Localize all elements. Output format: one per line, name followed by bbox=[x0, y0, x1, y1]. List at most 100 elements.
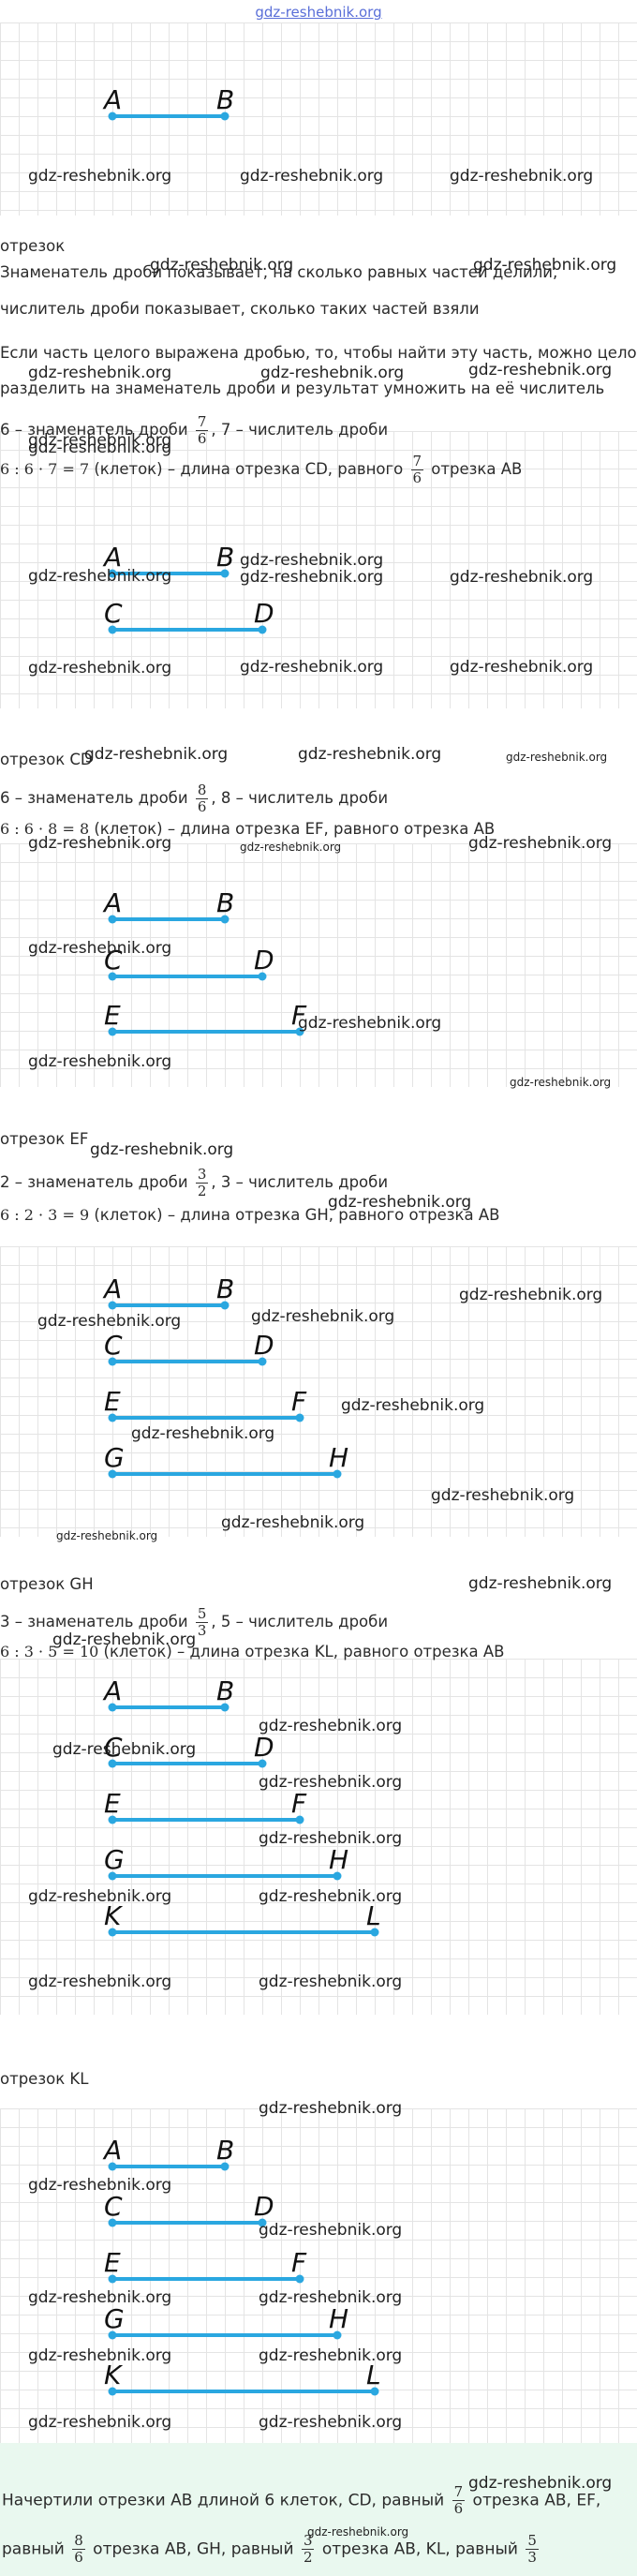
point-label-B: B bbox=[216, 1273, 234, 1304]
frac-den: 2 bbox=[303, 2549, 313, 2566]
point-label-E: E bbox=[104, 1000, 121, 1031]
watermark: gdz-reshebnik.org bbox=[52, 1740, 197, 1759]
watermark: gdz-reshebnik.org bbox=[28, 167, 172, 186]
point-D bbox=[258, 2218, 267, 2227]
point-F bbox=[295, 1413, 304, 1422]
frac-num: 7 bbox=[195, 413, 209, 431]
watermark: gdz-reshebnik.org bbox=[28, 431, 172, 450]
point-H bbox=[333, 2330, 342, 2340]
calc-expr: 6 : 6 · 8 = 8 bbox=[0, 820, 90, 838]
point-label-E: E bbox=[104, 2247, 121, 2278]
watermark: gdz-reshebnik.org bbox=[307, 2525, 409, 2539]
watermark: gdz-reshebnik.org bbox=[28, 439, 172, 457]
watermark: gdz-reshebnik.org bbox=[341, 1396, 485, 1415]
frac-den: 3 bbox=[527, 2549, 537, 2566]
point-label-K: K bbox=[104, 1900, 124, 1931]
frac-den: 6 bbox=[453, 2500, 464, 2517]
calc-expr: 6 : 3 · 5 = 10 bbox=[0, 1643, 99, 1660]
frac-den: 6 bbox=[197, 798, 207, 815]
result-pre: равный bbox=[2, 2539, 70, 2559]
fraction-line-post: , 8 – числитель дроби bbox=[211, 789, 389, 807]
watermark: gdz-reshebnik.org bbox=[468, 1574, 613, 1593]
watermark: gdz-reshebnik.org bbox=[510, 1076, 612, 1089]
watermark: gdz-reshebnik.org bbox=[221, 1513, 365, 1532]
result-line-1: Начертили отрезки AB длиной 6 клеток, CD… bbox=[2, 2484, 600, 2517]
frac-den: 6 bbox=[74, 2549, 83, 2566]
point-E bbox=[108, 1815, 117, 1824]
point-label-C: C bbox=[104, 1330, 123, 1361]
watermark: gdz-reshebnik.org bbox=[468, 361, 613, 380]
frac-num: 5 bbox=[526, 2532, 539, 2550]
frac-num: 7 bbox=[452, 2483, 466, 2501]
point-label-A: A bbox=[102, 542, 122, 573]
watermark: gdz-reshebnik.org bbox=[240, 167, 384, 186]
point-A bbox=[108, 569, 117, 578]
point-label-B: B bbox=[216, 542, 234, 573]
point-label-F: F bbox=[291, 2247, 307, 2278]
fraction-line-post: , 3 – числитель дроби bbox=[211, 1173, 389, 1191]
point-label-B: B bbox=[216, 84, 234, 115]
point-label-D: D bbox=[254, 1330, 274, 1361]
fraction-line-pre: 2 – знаменатель дроби bbox=[0, 1173, 193, 1191]
watermark: gdz-reshebnik.org bbox=[450, 658, 594, 677]
watermark: gdz-reshebnik.org bbox=[259, 2221, 403, 2240]
point-label-A: A bbox=[102, 2135, 122, 2166]
watermark: gdz-reshebnik.org bbox=[150, 256, 294, 275]
point-F bbox=[295, 1815, 304, 1824]
watermark: gdz-reshebnik.org bbox=[259, 2099, 403, 2118]
watermark: gdz-reshebnik.org bbox=[259, 2413, 403, 2432]
point-label-G: G bbox=[104, 2303, 125, 2334]
label-segment-cd: отрезок CD bbox=[0, 751, 93, 768]
point-A bbox=[108, 2162, 117, 2171]
fraction-line-post: , 7 – числитель дроби bbox=[211, 421, 389, 439]
point-E bbox=[108, 2274, 117, 2284]
point-C bbox=[108, 1357, 117, 1366]
point-L bbox=[370, 2387, 379, 2396]
result-post: отрезка AB, EF, bbox=[467, 2491, 601, 2510]
calc-line-kl: 6 : 3 · 5 = 10 (клеток) – длина отрезка … bbox=[0, 1642, 504, 1662]
label-segment: отрезок bbox=[0, 237, 66, 255]
point-label-H: H bbox=[329, 1442, 348, 1473]
frac-num: 7 bbox=[410, 453, 424, 470]
point-label-D: D bbox=[254, 598, 274, 629]
watermark: gdz-reshebnik.org bbox=[28, 567, 172, 586]
watermark: gdz-reshebnik.org bbox=[259, 1773, 403, 1792]
watermark: gdz-reshebnik.org bbox=[468, 2474, 613, 2493]
point-label-A: A bbox=[102, 1273, 122, 1304]
point-label-G: G bbox=[104, 1844, 125, 1875]
site-header-link[interactable]: gdz-reshebnik.org bbox=[255, 4, 382, 21]
calc-expr: 6 : 6 · 7 = 7 bbox=[0, 460, 90, 478]
result-pre: Начертили отрезки AB длиной 6 клеток, CD… bbox=[2, 2491, 450, 2510]
watermark: gdz-reshebnik.org bbox=[259, 1829, 403, 1848]
watermark: gdz-reshebnik.org bbox=[506, 751, 608, 764]
point-C bbox=[108, 2218, 117, 2227]
fraction-line-post: , 5 – числитель дроби bbox=[211, 1613, 389, 1630]
calc-expr: 6 : 2 · 3 = 9 bbox=[0, 1206, 90, 1224]
point-B bbox=[220, 1703, 230, 1712]
point-H bbox=[333, 1871, 342, 1881]
result-box: Начертили отрезки AB длиной 6 клеток, CD… bbox=[0, 2443, 637, 2576]
point-E bbox=[108, 1413, 117, 1422]
frac-num: 5 bbox=[195, 1605, 209, 1623]
point-label-L: L bbox=[366, 2360, 381, 2390]
frac-num: 3 bbox=[301, 2532, 315, 2550]
point-label-L: L bbox=[366, 1900, 381, 1931]
point-label-D: D bbox=[254, 1732, 274, 1763]
watermark: gdz-reshebnik.org bbox=[259, 1973, 403, 1991]
point-label-E: E bbox=[104, 1386, 121, 1417]
watermark: gdz-reshebnik.org bbox=[28, 2413, 172, 2432]
point-D bbox=[258, 1357, 267, 1366]
point-label-C: C bbox=[104, 2191, 123, 2222]
point-E bbox=[108, 1027, 117, 1036]
